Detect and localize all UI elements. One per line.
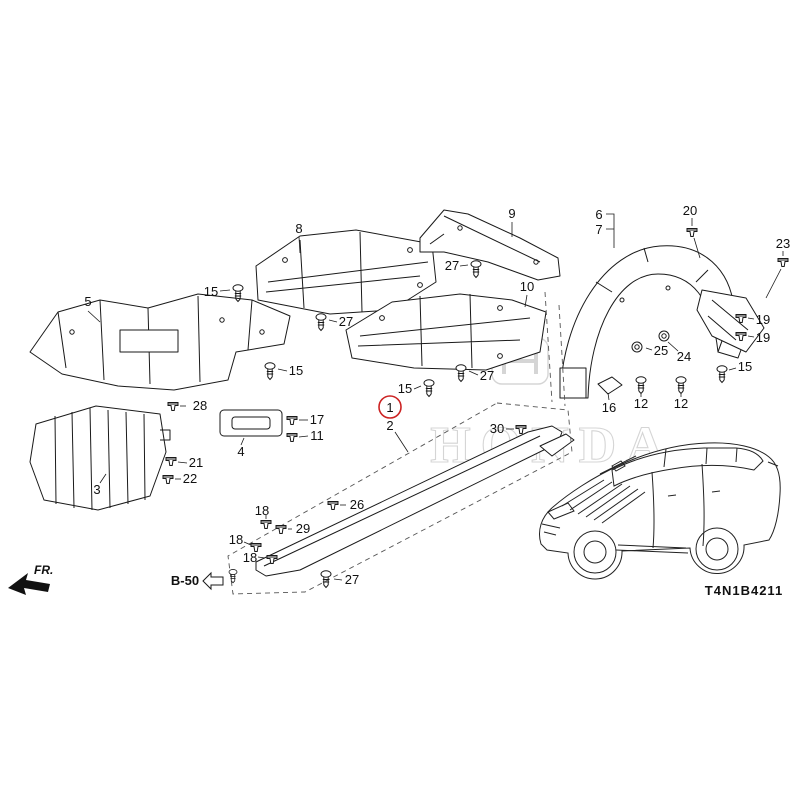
bolt-icon	[264, 362, 276, 380]
callout-27-c[interactable]: 27	[480, 368, 494, 383]
callout-19-a[interactable]: 19	[756, 312, 770, 327]
clip-icon	[777, 258, 789, 267]
callout-20[interactable]: 20	[683, 203, 697, 218]
callout-7[interactable]: 7	[595, 222, 602, 237]
callout-21[interactable]: 21	[189, 455, 203, 470]
part-10-rear-undercover	[345, 293, 547, 371]
callout-28[interactable]: 28	[193, 398, 207, 413]
callout-18-c[interactable]: 18	[243, 550, 257, 565]
callout-29[interactable]: 29	[296, 521, 310, 536]
part-8-middle-undercover	[255, 229, 437, 315]
callout-27-b[interactable]: 27	[339, 314, 353, 329]
car-hood-hatching	[561, 479, 646, 524]
clip-icon	[167, 402, 179, 411]
callout-15-b[interactable]: 15	[289, 363, 303, 378]
callout-22[interactable]: 22	[183, 471, 197, 486]
callout-8[interactable]: 8	[295, 221, 302, 236]
leader-lines	[87, 213, 784, 581]
part-splash-guard	[696, 289, 765, 353]
nut-icon	[658, 330, 670, 342]
callout-16[interactable]: 16	[602, 400, 616, 415]
callout-9[interactable]: 9	[508, 206, 515, 221]
callout-23[interactable]: 23	[776, 236, 790, 251]
callout-10[interactable]: 10	[520, 279, 534, 294]
ref-arrow-icon	[202, 571, 224, 591]
car-illustration	[539, 442, 781, 580]
part-5-floor-undercover	[29, 293, 291, 391]
dashed-reference-lines	[227, 291, 573, 595]
clip-icon	[286, 433, 298, 442]
ref-code-b50[interactable]: B-50	[171, 573, 199, 588]
clip-icon	[162, 475, 174, 484]
callout-5[interactable]: 5	[84, 294, 91, 309]
callout-30[interactable]: 30	[490, 421, 504, 436]
clip-icon	[286, 416, 298, 425]
callouts: 8 9 5 10 6 7 20 23 15 15 15 15 27 27 27 …	[84, 203, 790, 587]
part-3-front-undercover	[29, 405, 171, 511]
nut-icon	[631, 341, 643, 353]
callout-26[interactable]: 26	[350, 497, 364, 512]
highlight-circle	[378, 395, 402, 419]
callout-15-d[interactable]: 15	[738, 359, 752, 374]
callout-17[interactable]: 17	[310, 412, 324, 427]
diagram-code: T4N1B4211	[705, 583, 783, 598]
clip-icon	[686, 228, 698, 237]
corner-annotations: B-50 FR. T4N1B4211	[8, 563, 783, 598]
callout-12-b[interactable]: 12	[674, 396, 688, 411]
bolt-icon	[635, 376, 647, 394]
callout-19-b[interactable]: 19	[756, 330, 770, 345]
front-direction-marker: FR.	[8, 563, 53, 595]
callout-3[interactable]: 3	[93, 482, 100, 497]
callout-27-a[interactable]: 27	[445, 258, 459, 273]
callout-2[interactable]: 2	[386, 418, 393, 433]
callout-24[interactable]: 24	[677, 349, 691, 364]
bolt-icon	[455, 364, 467, 382]
clip-icon	[275, 525, 287, 534]
bolt-icon	[423, 379, 435, 397]
part-2-side-sill-garnish	[255, 425, 575, 577]
callout-27-d[interactable]: 27	[345, 572, 359, 587]
part-9-rear-cover	[419, 209, 561, 281]
callout-25[interactable]: 25	[654, 343, 668, 358]
bolt-icon	[470, 260, 482, 278]
callout-15-a[interactable]: 15	[204, 284, 218, 299]
part-16-bracket	[597, 376, 623, 395]
bolt-icon	[315, 313, 327, 331]
clip-icon	[327, 501, 339, 510]
bolt-icon	[675, 376, 687, 394]
callout-1[interactable]: 1	[386, 400, 393, 415]
callout-6[interactable]: 6	[595, 207, 602, 222]
car-details	[541, 460, 779, 554]
clip-icon	[165, 457, 177, 466]
callout-4[interactable]: 4	[237, 444, 244, 459]
callout-15-c[interactable]: 15	[398, 381, 412, 396]
callout-12-a[interactable]: 12	[634, 396, 648, 411]
callout-18-a[interactable]: 18	[255, 503, 269, 518]
callout-11[interactable]: 11	[310, 428, 324, 443]
bolt-icon	[716, 365, 728, 383]
car-greenhouse	[599, 447, 764, 487]
car-wheels	[573, 527, 739, 574]
part-4-bracket	[219, 409, 283, 437]
callout-18-b[interactable]: 18	[229, 532, 243, 547]
clip-icon	[260, 520, 272, 529]
front-label: FR.	[34, 563, 53, 577]
